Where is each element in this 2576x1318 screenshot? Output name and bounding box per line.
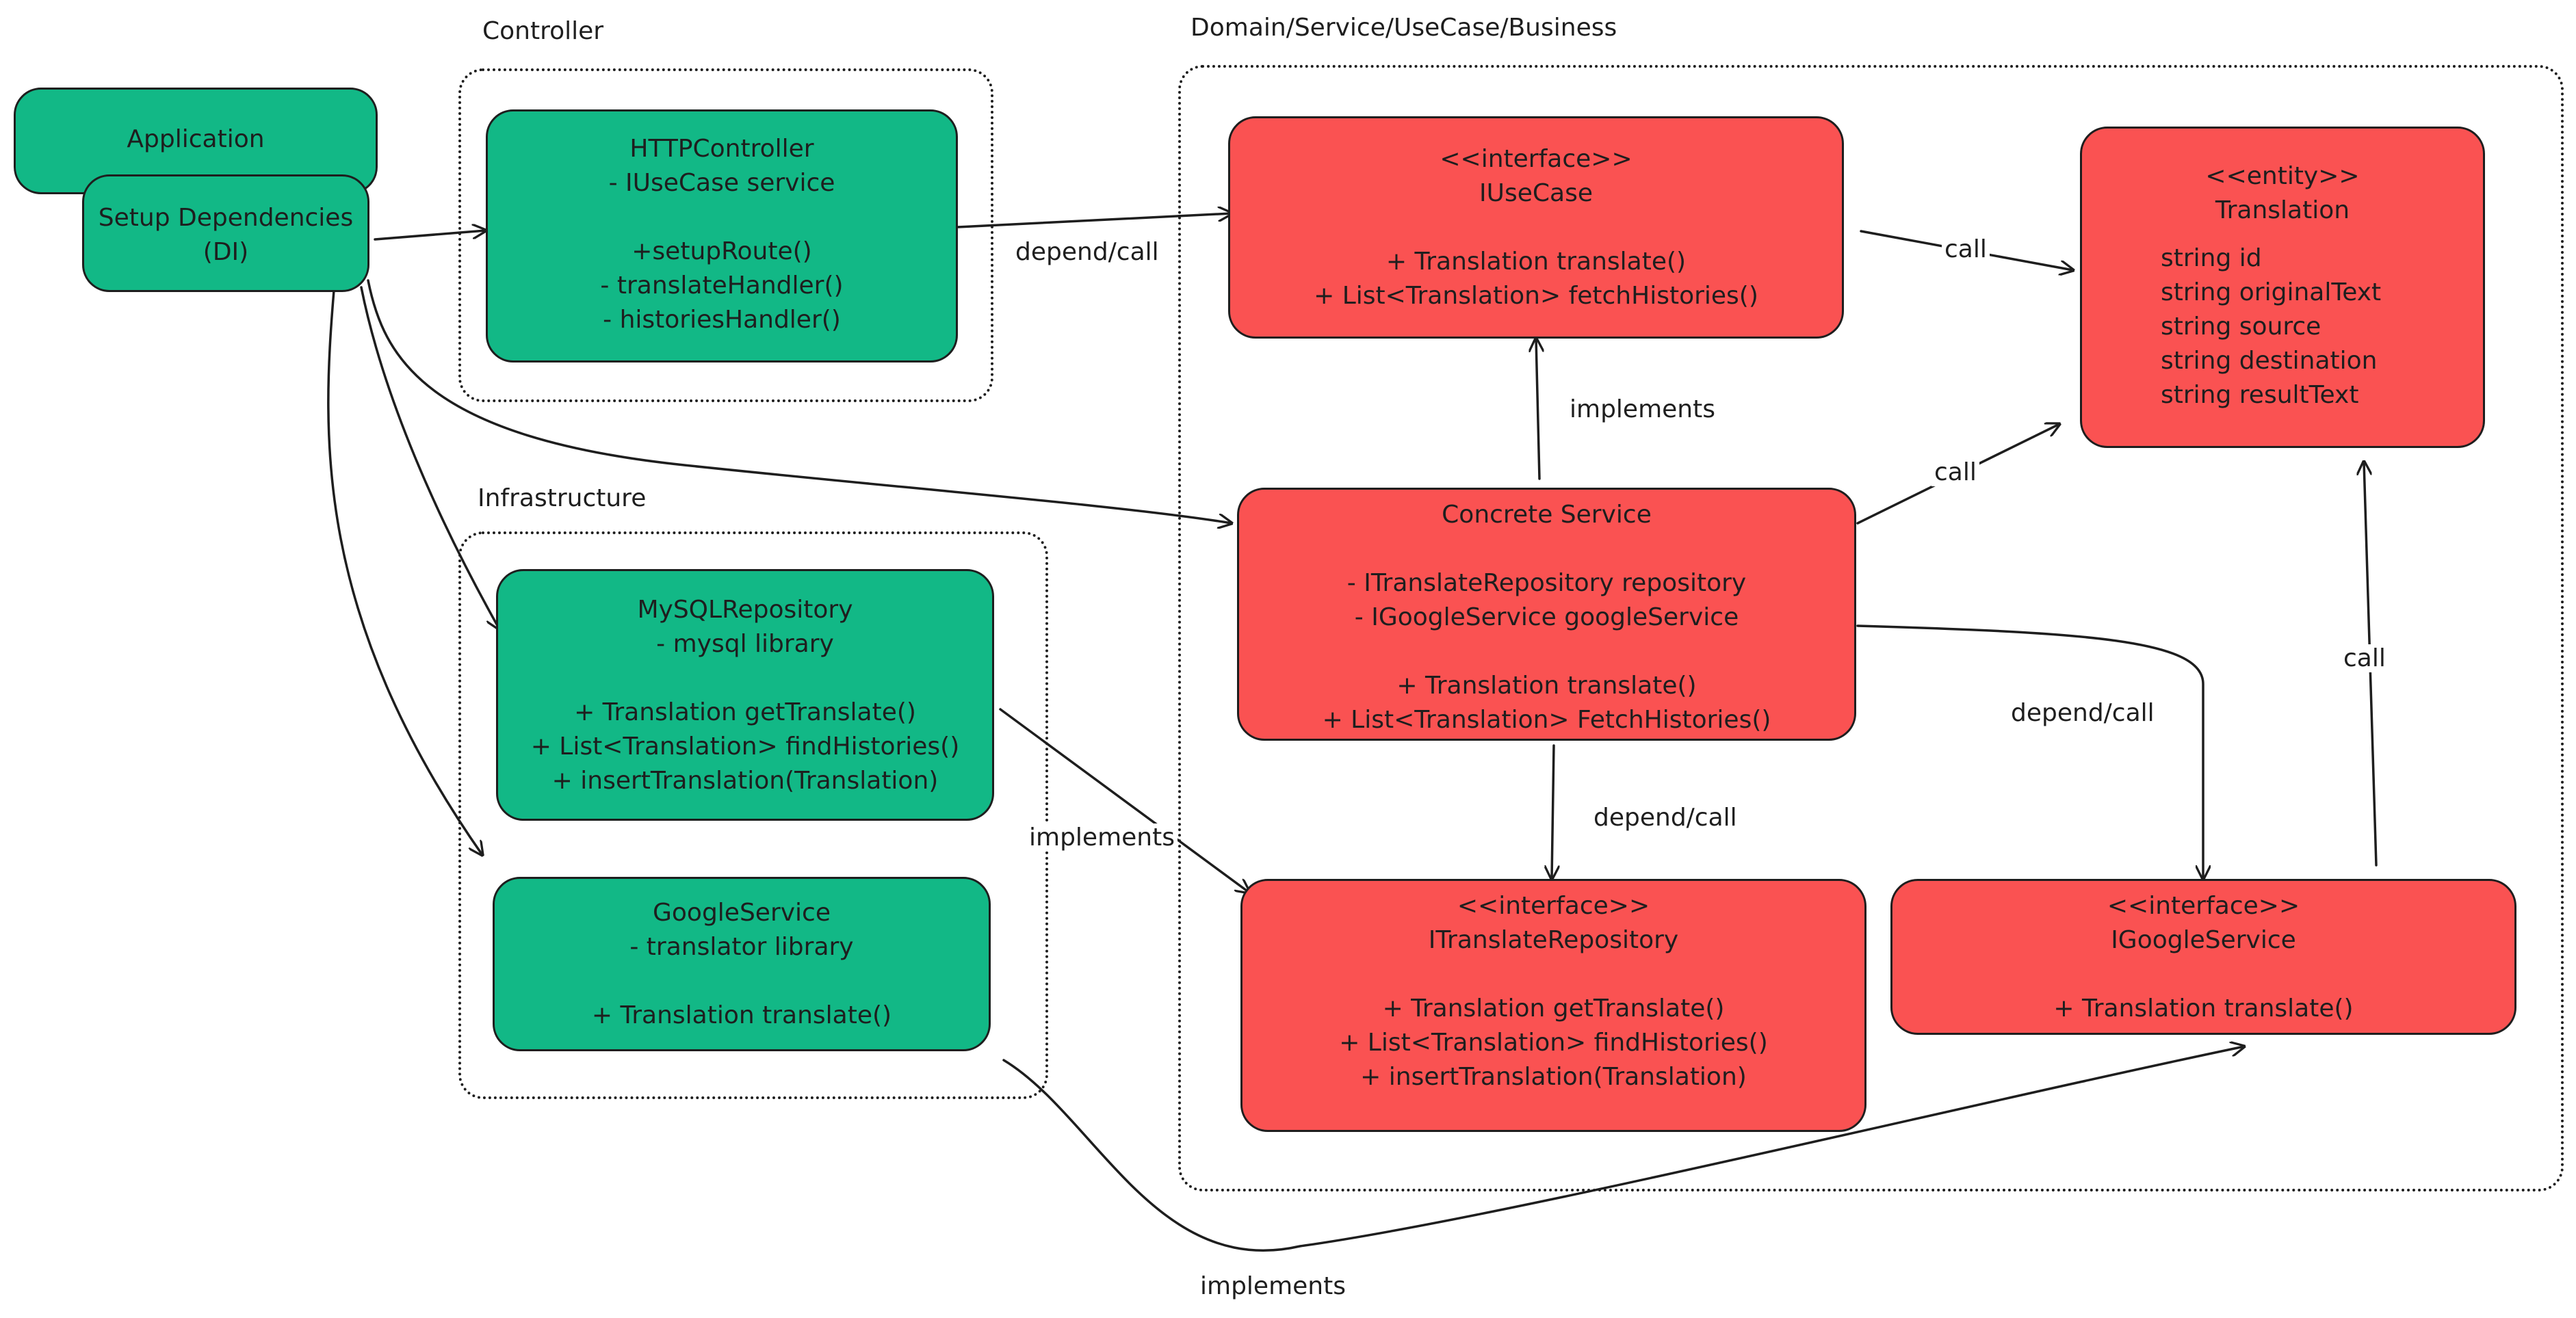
itranslate-repository-title: ITranslateRepository	[1428, 926, 1679, 954]
itranslate-repository-method: + Translation getTranslate()	[1382, 994, 1725, 1023]
arrow-setup-to-service	[367, 279, 1232, 523]
concrete-service-method: + List<Translation> FetchHistories()	[1322, 706, 1771, 734]
itranslate-repository-method: + insertTranslation(Translation)	[1360, 1063, 1747, 1091]
group-label-controller: Controller	[482, 17, 604, 45]
edge-label-igoogle-translation: call	[2341, 644, 2389, 672]
itranslate-repository-method: + List<Translation> findHistories()	[1339, 1029, 1768, 1057]
google-service-box[interactable]: GoogleService - translator library + Tra…	[493, 877, 991, 1051]
setup-dependencies-box[interactable]: Setup Dependencies (DI)	[82, 174, 369, 292]
google-service-method: + Translation translate()	[591, 1001, 892, 1029]
http-controller-title: HTTPController	[629, 135, 814, 163]
edge-label-service-translation: call	[1931, 458, 1979, 486]
mysql-repository-field: - mysql library	[656, 630, 834, 658]
arrow-setup-to-google	[327, 289, 482, 855]
google-service-field: - translator library	[629, 933, 854, 961]
concrete-service-field: - IGoogleService googleService	[1354, 603, 1739, 631]
arrow-service-to-repository	[1552, 744, 1554, 879]
edge-label-controller-usecase: depend/call	[1013, 238, 1162, 266]
itranslate-repository-stereotype: <<interface>>	[1457, 892, 1650, 920]
edge-label-usecase-translation: call	[1942, 235, 1990, 263]
arrow-setup-to-controller	[374, 230, 486, 241]
iusecase-method: + List<Translation> fetchHistories()	[1314, 282, 1758, 310]
arrow-service-implements-usecase	[1536, 339, 1539, 480]
translation-entity-box[interactable]: <<entity>> Translation string id string …	[2080, 127, 2485, 448]
igoogle-service-title: IGoogleService	[2111, 926, 2296, 954]
http-controller-method: - historiesHandler()	[603, 306, 841, 334]
application-title: Application	[127, 125, 265, 153]
translation-field: string originalText	[2161, 278, 2382, 306]
mysql-repository-box[interactable]: MySQLRepository - mysql library + Transl…	[496, 569, 994, 821]
group-infrastructure	[458, 531, 1048, 1099]
mysql-repository-method: + Translation getTranslate()	[574, 698, 916, 726]
mysql-repository-method: + insertTranslation(Translation)	[551, 767, 939, 795]
iusecase-method: + Translation translate()	[1385, 248, 1687, 276]
edge-label-mysql-implements-repository: implements	[1026, 823, 1178, 852]
iusecase-title: IUseCase	[1479, 179, 1593, 207]
arrow-mysql-implements-repository	[999, 708, 1249, 893]
group-label-domain: Domain/Service/UseCase/Business	[1191, 14, 1617, 42]
edge-label-service-igoogle: depend/call	[2011, 699, 2155, 727]
translation-title: Translation	[2215, 196, 2350, 224]
group-controller	[458, 68, 993, 402]
http-controller-field: - IUseCase service	[608, 169, 835, 197]
http-controller-method: +setupRoute()	[632, 237, 812, 265]
concrete-service-method: + Translation translate()	[1396, 672, 1697, 700]
iusecase-box[interactable]: <<interface>> IUseCase + Translation tra…	[1228, 116, 1844, 339]
setup-dependencies-label: Setup Dependencies	[98, 204, 354, 232]
mysql-repository-title: MySQLRepository	[637, 596, 853, 624]
http-controller-box[interactable]: HTTPController - IUseCase service +setup…	[486, 109, 958, 363]
http-controller-method: - translateHandler()	[600, 272, 844, 300]
concrete-service-field: - ITranslateRepository repository	[1346, 569, 1747, 597]
arrow-setup-to-mysql	[360, 286, 499, 629]
setup-dependencies-di-label: (DI)	[203, 238, 249, 266]
translation-field: string destination	[2161, 347, 2378, 375]
translation-stereotype: <<entity>>	[2205, 162, 2360, 190]
translation-field: string id	[2161, 244, 2262, 272]
arrow-service-to-igoogle	[1856, 624, 2203, 879]
itranslate-repository-box[interactable]: <<interface>> ITranslateRepository + Tra…	[1240, 879, 1866, 1132]
edge-label-google-implements-igoogle: implements	[1200, 1272, 1346, 1300]
igoogle-service-method: + Translation translate()	[2053, 994, 2354, 1023]
concrete-service-box[interactable]: Concrete Service - ITranslateRepository …	[1237, 488, 1856, 741]
igoogle-service-box[interactable]: <<interface>> IGoogleService + Translati…	[1890, 879, 2516, 1035]
edge-label-service-repository: depend/call	[1593, 804, 1737, 832]
google-service-title: GoogleService	[653, 899, 831, 927]
iusecase-stereotype: <<interface>>	[1440, 145, 1632, 173]
group-label-infrastructure: Infrastructure	[478, 484, 647, 512]
translation-field: string source	[2161, 313, 2321, 341]
translation-field: string resultText	[2161, 381, 2359, 409]
mysql-repository-method: + List<Translation> findHistories()	[530, 733, 960, 761]
arrow-google-implements-igoogle	[1002, 1046, 2244, 1252]
edge-label-service-implements-usecase: implements	[1570, 395, 1715, 423]
arrow-controller-to-usecase	[957, 213, 1232, 228]
group-domain	[1178, 65, 2564, 1191]
concrete-service-title: Concrete Service	[1442, 501, 1652, 529]
igoogle-service-stereotype: <<interface>>	[2107, 892, 2300, 920]
